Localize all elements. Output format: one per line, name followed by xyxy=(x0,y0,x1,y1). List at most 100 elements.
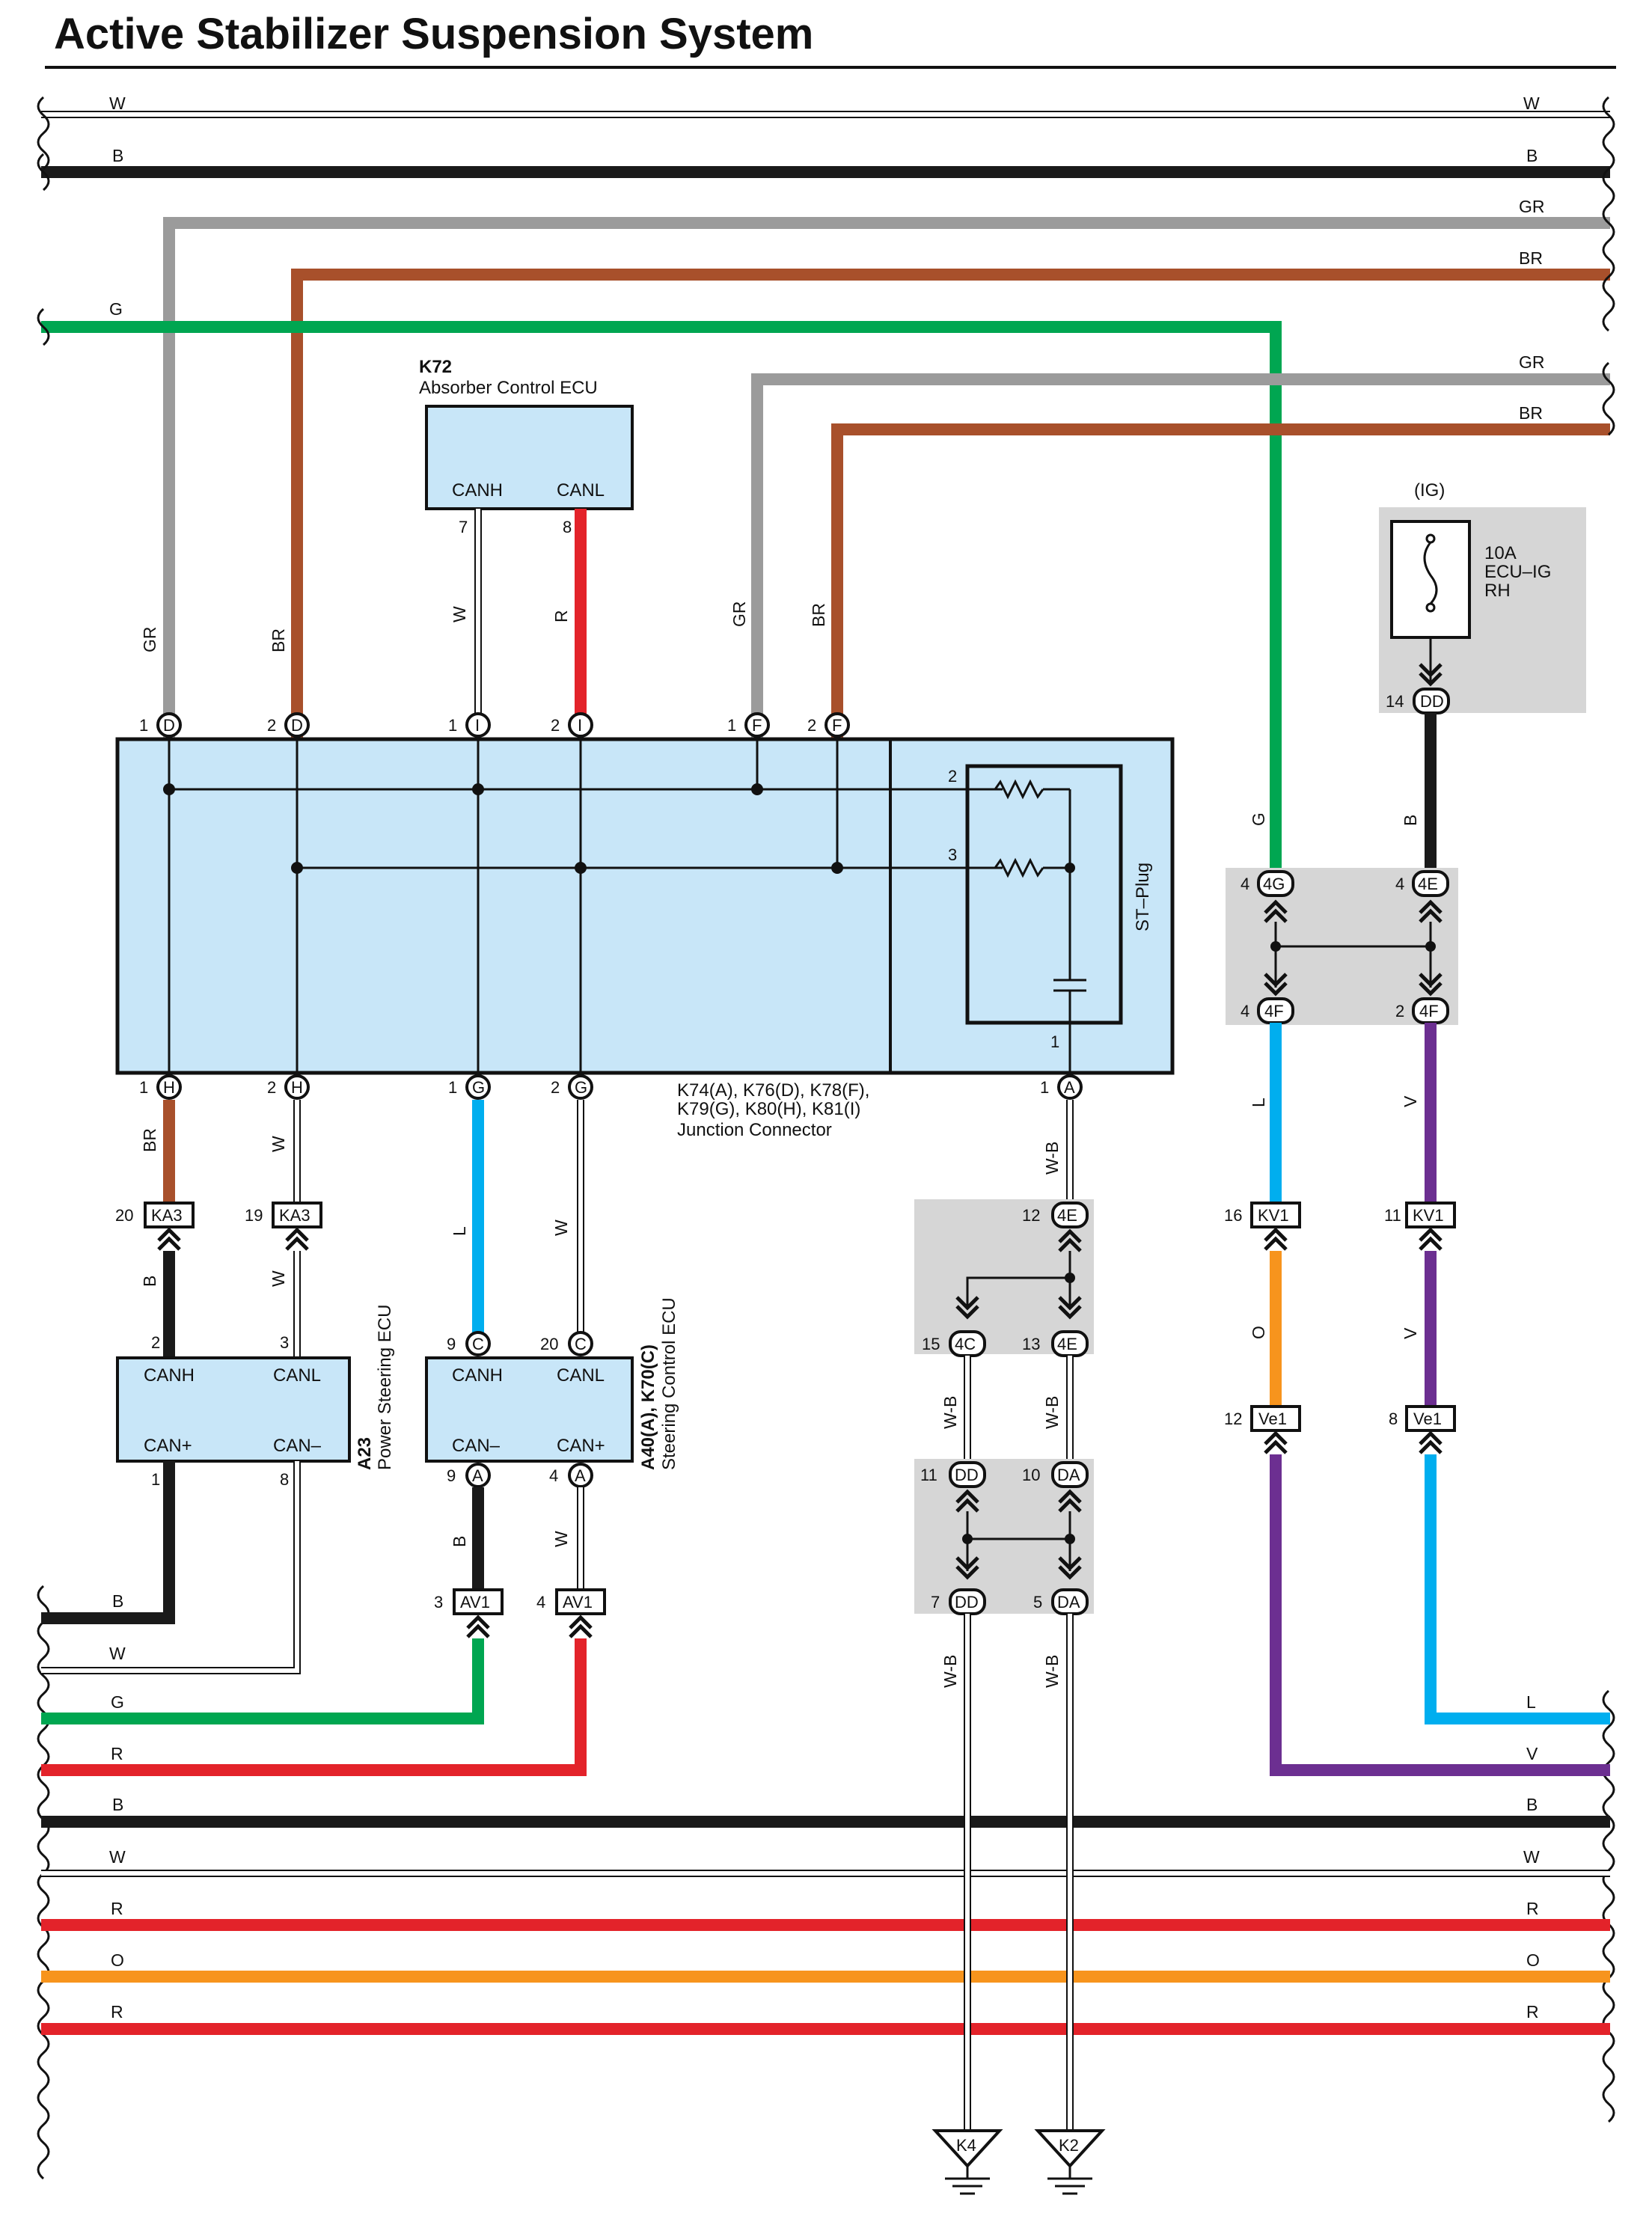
svg-text:10A: 10A xyxy=(1484,543,1517,563)
svg-text:G: G xyxy=(472,1078,485,1097)
svg-text:V: V xyxy=(1401,1095,1420,1107)
top-wires xyxy=(41,111,1610,887)
svg-text:DD: DD xyxy=(955,1466,979,1484)
svg-text:G: G xyxy=(575,1078,587,1097)
svg-text:A40(A), K70(C): A40(A), K70(C) xyxy=(638,1344,658,1470)
svg-text:F: F xyxy=(752,716,762,735)
svg-text:4C: 4C xyxy=(955,1335,976,1353)
wire-label: W xyxy=(109,94,126,113)
svg-text:DA: DA xyxy=(1057,1593,1080,1612)
svg-text:L: L xyxy=(1249,1098,1268,1107)
svg-text:8: 8 xyxy=(280,1470,289,1489)
svg-text:I: I xyxy=(578,716,582,735)
ve1-connectors: Ve1 12 Ve1 8 xyxy=(1224,1405,1456,1453)
svg-text:4E: 4E xyxy=(1057,1206,1077,1225)
svg-text:W-B: W-B xyxy=(1042,1142,1062,1175)
svg-text:CAN–: CAN– xyxy=(273,1436,322,1456)
svg-text:CANL: CANL xyxy=(273,1365,321,1386)
wire-label: G xyxy=(111,1692,124,1712)
svg-text:C: C xyxy=(472,1335,484,1353)
svg-text:2: 2 xyxy=(267,1078,276,1097)
junction-codes: K74(A), K76(D), K78(F), xyxy=(677,1080,869,1101)
pin-number: 7 xyxy=(459,518,468,536)
svg-text:2: 2 xyxy=(267,716,276,735)
wire-label: W xyxy=(1523,1847,1540,1867)
svg-text:K4: K4 xyxy=(956,2136,976,2155)
svg-text:KV1: KV1 xyxy=(1413,1206,1444,1225)
svg-text:CAN+: CAN+ xyxy=(557,1436,605,1456)
svg-text:GR: GR xyxy=(140,627,159,653)
svg-text:W-B: W-B xyxy=(1042,1396,1062,1429)
wire-label: R xyxy=(111,1744,123,1763)
svg-text:9: 9 xyxy=(447,1335,456,1353)
wire-label: W xyxy=(109,1644,126,1663)
svg-text:AV1: AV1 xyxy=(460,1593,490,1612)
wire-label: R xyxy=(1526,1899,1539,1918)
svg-text:1: 1 xyxy=(1050,1032,1059,1051)
ground-k4: K4 xyxy=(931,2129,1003,2195)
junction-dd-da: DD 11 DA 10 DD 7 DA 5 xyxy=(914,1459,1094,1615)
svg-text:W-B: W-B xyxy=(940,1396,960,1429)
svg-text:5: 5 xyxy=(1033,1593,1042,1612)
svg-text:K2: K2 xyxy=(1059,2136,1079,2155)
svg-text:RH: RH xyxy=(1484,581,1511,601)
svg-text:(IG): (IG) xyxy=(1414,480,1445,501)
k72-absorber-ecu: K72 Absorber Control ECU CANH CANL xyxy=(419,357,634,510)
svg-text:F: F xyxy=(832,716,842,735)
svg-text:4: 4 xyxy=(1240,875,1249,893)
svg-text:GR: GR xyxy=(729,602,749,628)
svg-text:4E: 4E xyxy=(1418,875,1438,893)
svg-text:A: A xyxy=(575,1466,586,1485)
bottom-wires xyxy=(41,1816,1610,2035)
svg-text:1: 1 xyxy=(1040,1078,1049,1097)
kv1-connectors: KV1 16 KV1 11 xyxy=(1224,1202,1456,1249)
svg-text:CANL: CANL xyxy=(557,480,605,501)
svg-text:2: 2 xyxy=(151,1333,160,1352)
svg-text:16: 16 xyxy=(1224,1206,1242,1225)
svg-text:4E: 4E xyxy=(1057,1335,1077,1353)
wire-label: R xyxy=(1526,2002,1539,2021)
svg-text:1: 1 xyxy=(139,716,148,735)
svg-text:R: R xyxy=(551,610,571,622)
svg-text:Ve1: Ve1 xyxy=(1413,1410,1442,1428)
ka3-connectors: KA3 20 KA3 19 xyxy=(115,1202,322,1249)
page-title: Active Stabilizer Suspension System xyxy=(54,10,813,58)
svg-text:14: 14 xyxy=(1386,692,1404,711)
svg-text:W: W xyxy=(551,1531,571,1547)
svg-text:KA3: KA3 xyxy=(151,1206,183,1225)
svg-text:CAN–: CAN– xyxy=(452,1436,501,1456)
svg-text:BR: BR xyxy=(809,603,828,627)
junction-codes: K79(G), K80(H), K81(I) xyxy=(677,1099,860,1119)
svg-text:15: 15 xyxy=(922,1335,940,1353)
wire-label: B xyxy=(1526,1795,1538,1814)
a23-power-steering-ecu: CANH CANL CAN+ CAN– 2 3 1 8 A23 Power St… xyxy=(116,1305,395,1489)
svg-text:I: I xyxy=(475,716,480,735)
svg-text:4: 4 xyxy=(549,1466,558,1485)
junction-bottom-pins: H 1 H 2 G 1 G 2 A 1 xyxy=(139,1074,1083,1100)
svg-text:8: 8 xyxy=(1389,1410,1398,1428)
svg-text:W: W xyxy=(450,606,469,622)
av1-connectors: AV1 3 AV1 4 xyxy=(434,1588,606,1637)
svg-text:ST–Plug: ST–Plug xyxy=(1133,863,1153,931)
wire-label: B xyxy=(112,1795,123,1814)
wire-label: R xyxy=(111,1899,123,1918)
svg-text:B: B xyxy=(450,1536,469,1547)
svg-text:2: 2 xyxy=(1395,1002,1404,1020)
svg-text:O: O xyxy=(1249,1326,1268,1339)
ground-k2: K2 xyxy=(1034,2129,1106,2195)
svg-text:D: D xyxy=(163,716,175,735)
svg-text:G: G xyxy=(1249,812,1268,826)
junction-4g-4e: 4G 4 4E 4 4F 4 4F 2 xyxy=(1226,868,1458,1025)
svg-text:CAN+: CAN+ xyxy=(144,1436,192,1456)
svg-text:CANH: CANH xyxy=(144,1365,195,1386)
svg-text:2: 2 xyxy=(551,716,560,735)
svg-text:7: 7 xyxy=(931,1593,940,1612)
svg-text:1: 1 xyxy=(151,1470,160,1489)
wire-label: GR xyxy=(1519,352,1545,372)
svg-text:W-B: W-B xyxy=(1042,1655,1062,1688)
junction-4e-4c: 4E 12 4C 15 4E 13 xyxy=(914,1199,1094,1357)
svg-text:C: C xyxy=(575,1335,587,1353)
pin-number: 8 xyxy=(563,518,572,536)
svg-text:10: 10 xyxy=(1022,1466,1040,1484)
